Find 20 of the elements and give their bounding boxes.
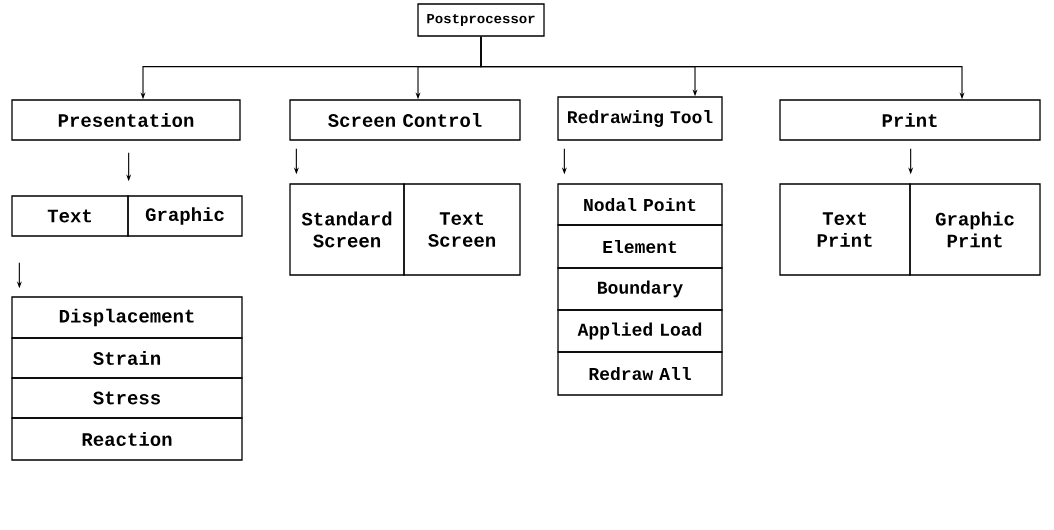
menu-box: Text Screen	[403, 183, 521, 276]
menu-box: Print	[779, 99, 1041, 141]
menu-box: Applied Load	[557, 309, 723, 353]
menu-box: Displacement	[11, 296, 243, 339]
menu-box: Text Print	[779, 183, 911, 276]
menu-box: Graphic	[127, 195, 243, 237]
menu-box: Stress	[11, 377, 243, 419]
menu-box: Nodal Point	[557, 183, 723, 226]
menu-box: Reaction	[11, 417, 243, 461]
menu-box: Redrawing Tool	[557, 96, 723, 141]
menu-box: Graphic Print	[909, 183, 1041, 276]
menu-box: Presentation	[11, 99, 241, 141]
menu-box: Standard Screen	[289, 183, 405, 276]
menu-box: Strain	[11, 337, 243, 379]
menu-box: Text	[11, 195, 129, 237]
menu-box: Boundary	[557, 267, 723, 311]
menu-box: Redraw All	[557, 351, 723, 396]
menu-box: Element	[557, 224, 723, 269]
menu-box: Screen Control	[289, 99, 521, 141]
menu-box: Postprocessor	[417, 3, 545, 37]
